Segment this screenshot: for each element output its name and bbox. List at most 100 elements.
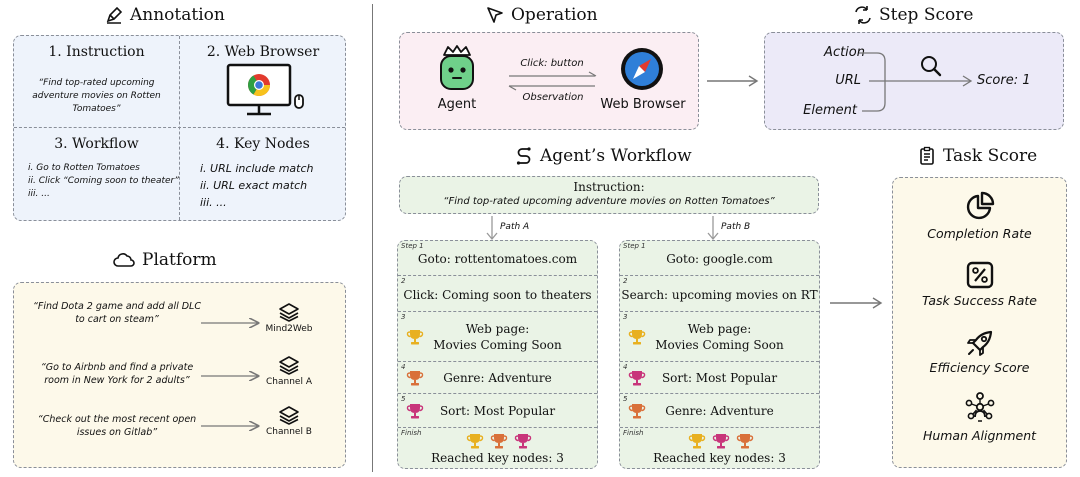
path-a-step: 5 Sort: Most Popular	[398, 393, 597, 427]
trophy-icon	[628, 402, 646, 424]
trophy-icon	[466, 432, 484, 454]
rocket-icon	[966, 330, 992, 356]
path-b-step: 4 Sort: Most Popular	[620, 361, 819, 393]
trophy-icon	[406, 402, 424, 424]
step-number: Finish	[623, 429, 644, 437]
path-a-step: 2 Click: Coming soon to theaters	[398, 275, 597, 311]
section-divider	[372, 4, 373, 472]
task-score-header: Task Score	[917, 146, 1037, 166]
step-score-result: Score: 1	[977, 73, 1031, 88]
workflow-title: 3. Workflow	[54, 136, 139, 152]
path-a-panel: Step 1 Goto: rottentomatoes.com 2 Click:…	[397, 240, 598, 469]
task-score-task-success-rate: Task Success Rate	[922, 293, 1037, 308]
step-number: 5	[623, 395, 628, 403]
platform-row-3-text: “Check out the most recent open issues o…	[37, 414, 197, 438]
task-score-panel: Completion Rate Task Success Rate Effici…	[892, 177, 1067, 468]
step-number: 2	[401, 277, 406, 285]
trophy-icon	[406, 328, 424, 350]
path-a-label: Path A	[500, 222, 530, 232]
layers-icon	[279, 406, 299, 425]
trophy-icon	[514, 432, 532, 454]
step-text: Reached key nodes: 3	[431, 451, 564, 465]
platform-header: Platform	[112, 250, 217, 270]
step-text: Click: Coming soon to theaters	[403, 288, 592, 302]
step-number: Step 1	[401, 242, 424, 250]
clipboard-icon	[920, 146, 934, 165]
step-text: Sort: Most Popular	[439, 404, 556, 418]
path-b-step: Step 1 Goto: google.com	[620, 241, 819, 275]
path-b-step: 3 Web page: Movies Coming Soon	[620, 311, 819, 361]
workflow-instruction-box: Instruction: “Find top-rated upcoming ad…	[399, 176, 819, 214]
step-score-input-url: URL	[835, 73, 861, 88]
workflow-cell: 3. Workflow i. Go to Rotten Tomatoes ii.…	[14, 128, 179, 222]
workflow-title: Agent’s Workflow	[540, 146, 692, 166]
path-a-step: 4 Genre: Adventure	[398, 361, 597, 393]
cloud-icon	[113, 253, 135, 267]
step-text: Web page: Movies Coming Soon	[433, 322, 562, 352]
step-score-input-action: Action	[824, 45, 865, 60]
trophy-icon	[406, 369, 424, 391]
trophy-icon	[736, 432, 754, 454]
operation-panel: Agent Click: button Observation Web Brow…	[399, 32, 699, 130]
path-b-step: 5 Genre: Adventure	[620, 393, 819, 427]
step-score-connectors	[859, 52, 973, 112]
key-nodes-line-1: i. URL include match	[200, 162, 314, 175]
step-score-title: Step Score	[879, 5, 974, 25]
robot-agent-icon	[440, 45, 474, 90]
path-a-step: 3 Web page: Movies Coming Soon	[398, 311, 597, 361]
step-text: Sort: Most Popular	[661, 371, 778, 385]
step-number: Step 1	[623, 242, 646, 250]
platform-title: Platform	[142, 250, 217, 270]
operation-to-score-arrow	[707, 75, 759, 87]
path-b-label: Path B	[721, 222, 751, 232]
route-icon	[516, 147, 531, 165]
platform-row-2-text: “Go to Airbnb and find a private room in…	[40, 362, 194, 386]
click-label: Click: button	[520, 58, 584, 69]
step-number: 4	[401, 363, 406, 371]
annotation-panel: 1. Instruction “Find top-rated upcoming …	[13, 35, 346, 221]
workflow-instruction-text: “Find top-rated upcoming adventure movie…	[443, 196, 775, 207]
path-a-step: Step 1 Goto: rottentomatoes.com	[398, 241, 597, 275]
swap-arrows-icon	[855, 6, 871, 24]
path-b-step: Finish Reached key nodes: 3	[620, 427, 819, 468]
computer-monitor-icon	[226, 63, 304, 116]
trophy-icon	[628, 369, 646, 391]
platform-row-2-label: Channel A	[266, 377, 312, 387]
step-number: 3	[401, 313, 406, 321]
layers-icon	[279, 303, 299, 322]
pen-icon	[106, 6, 123, 24]
workflow-header: Agent’s Workflow	[514, 146, 692, 166]
platform-panel: “Find Dota 2 game and add all DLC to car…	[13, 282, 346, 468]
trophy-icon	[490, 432, 508, 454]
instruction-title: 1. Instruction	[48, 44, 145, 60]
path-b-panel: Step 1 Goto: google.com 2 Search: upcomi…	[619, 240, 820, 469]
magnifier-icon	[921, 56, 942, 77]
step-number: 2	[623, 277, 628, 285]
web-browser-cell: 2. Web Browser	[180, 36, 346, 127]
step-number: 4	[623, 363, 628, 371]
path-b-step: 2 Search: upcoming movies on RT	[620, 275, 819, 311]
task-score-title: Task Score	[943, 146, 1038, 166]
path-a-step: Finish Reached key nodes: 3	[398, 427, 597, 468]
step-number: Finish	[401, 429, 422, 437]
task-score-human-alignment: Human Alignment	[922, 428, 1037, 443]
workflow-to-task-arrow	[830, 297, 883, 309]
workflow-line-1: i. Go to Rotten Tomatoes	[28, 163, 140, 173]
agent-label: Agent	[437, 97, 477, 112]
workflow-line-3: iii. ...	[28, 189, 50, 199]
trophy-icon	[688, 432, 706, 454]
percent-icon	[966, 261, 993, 289]
step-score-input-element: Element	[803, 103, 857, 118]
workflow-instruction-label: Instruction:	[573, 180, 645, 194]
key-nodes-title: 4. Key Nodes	[216, 136, 310, 152]
step-text: Search: upcoming movies on RT	[621, 288, 818, 302]
step-score-panel: Action URL Element Score: 1	[764, 32, 1064, 130]
observation-label: Observation	[522, 92, 584, 103]
platform-row-3-label: Channel B	[266, 427, 312, 437]
step-text: Goto: rottentomatoes.com	[417, 252, 578, 266]
step-text: Genre: Adventure	[665, 404, 774, 418]
step-text: Reached key nodes: 3	[653, 451, 786, 465]
annotation-title: Annotation	[130, 5, 225, 25]
task-score-completion-rate: Completion Rate	[927, 226, 1032, 241]
browser-label: Web Browser	[600, 97, 686, 112]
